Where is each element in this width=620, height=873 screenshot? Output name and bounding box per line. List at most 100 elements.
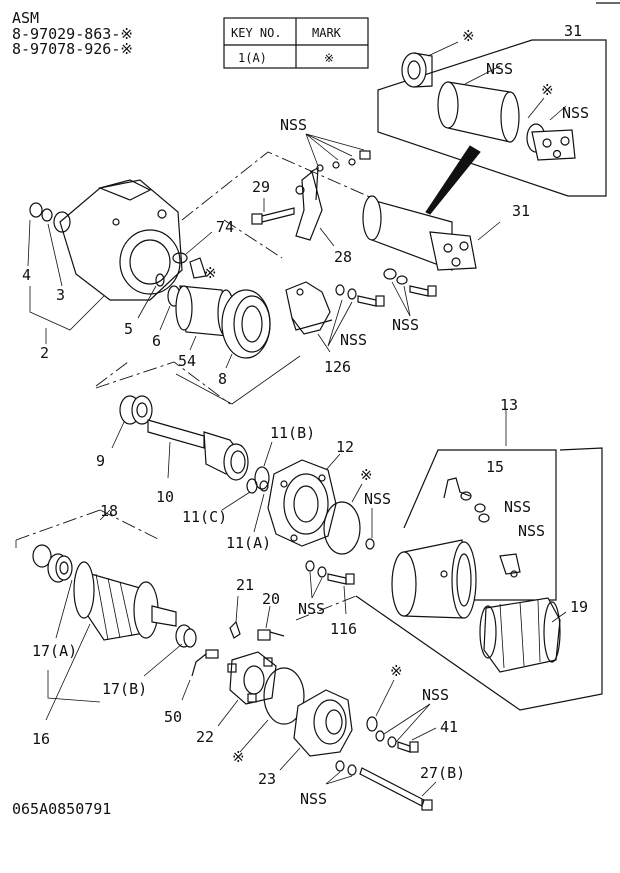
shift-lever <box>295 133 371 247</box>
header-part-2: 8-97078-926-※ <box>12 40 133 58</box>
pinion-shaft-10 <box>147 419 249 481</box>
bracket-2 <box>29 286 105 331</box>
callout-10: 10 <box>156 488 174 506</box>
callout-2: 2 <box>40 344 49 362</box>
callout-star-b: ※ <box>360 466 373 484</box>
brush-holder-22 <box>217 651 277 727</box>
solenoid-inset <box>377 39 607 197</box>
callout-41: 41 <box>440 718 458 736</box>
callout-50: 50 <box>164 708 182 726</box>
callout-nss-mid-2: NSS <box>392 316 419 334</box>
header-part-1: 8-97029-863-※ <box>12 25 133 43</box>
o-ring-star-d <box>366 716 378 732</box>
plug-nss <box>365 538 375 550</box>
solenoid-switch <box>362 195 501 271</box>
callout-3: 3 <box>56 286 65 304</box>
lead-wire-15 <box>443 477 490 523</box>
washer-4 <box>29 202 43 218</box>
field-coil-19 <box>479 597 561 673</box>
armature-16 <box>73 561 177 641</box>
key-table-header-mark: MARK <box>312 26 342 40</box>
callout-4: 4 <box>22 266 31 284</box>
callout-27b: 27(B) <box>420 764 465 782</box>
callout-star-a: ※ <box>204 264 217 282</box>
callout-17b: 17(B) <box>102 680 147 698</box>
leader-lower-center <box>295 595 357 621</box>
callout-nss-r3: NSS <box>364 490 391 508</box>
leader-nss-b1a <box>383 703 431 735</box>
key-table-key-value: 1(A) <box>238 51 267 65</box>
solenoid-bolts <box>383 268 437 317</box>
callout-22: 22 <box>196 728 214 746</box>
callout-28: 28 <box>334 248 352 266</box>
yoke-body <box>391 539 521 619</box>
callout-31-inset: 31 <box>564 22 582 40</box>
inset-pointer <box>425 145 481 215</box>
callout-54: 54 <box>178 352 196 370</box>
leader-4 <box>27 219 31 267</box>
key-table-mark-value: ※ <box>324 51 334 65</box>
callout-74: 74 <box>216 218 234 236</box>
callout-6: 6 <box>152 332 161 350</box>
callout-nss-inset-1: NSS <box>486 60 513 78</box>
leader-18 <box>99 509 111 521</box>
bracket-16 <box>47 670 101 703</box>
callout-29: 29 <box>252 178 270 196</box>
center-housing-12 <box>267 459 337 547</box>
leader-9 <box>111 421 125 449</box>
callout-15: 15 <box>486 458 504 476</box>
callout-star-inset-2: ※ <box>541 81 554 99</box>
leader-nss-b1b <box>395 703 431 743</box>
frame-13-inner <box>403 449 557 601</box>
brush-50 <box>181 649 219 701</box>
callout-21: 21 <box>236 576 254 594</box>
snap-ring-5 <box>155 273 165 287</box>
callout-16: 16 <box>32 730 50 748</box>
leader-16 <box>45 623 91 721</box>
screws-116 <box>305 560 355 615</box>
callout-nss-mid-1: NSS <box>340 331 367 349</box>
leader-17a <box>55 579 73 639</box>
bearing-17a <box>47 553 73 583</box>
callout-23: 23 <box>258 770 276 788</box>
through-bolt-27b <box>325 760 437 811</box>
leader-17b <box>143 643 183 677</box>
o-ring-22 <box>263 667 305 725</box>
header-asm: ASM <box>12 9 39 27</box>
leader-center <box>223 219 283 259</box>
internal-gear-8 <box>221 289 271 359</box>
leader-18-top <box>15 509 101 541</box>
o-ring-12 <box>323 501 361 555</box>
leader-19 <box>551 611 567 623</box>
leader-shaft <box>95 361 231 405</box>
key-table-header-key: KEY NO. <box>231 26 282 40</box>
callout-star-inset-1: ※ <box>462 27 475 45</box>
bearing-9 <box>119 395 153 425</box>
callout-18: 18 <box>100 502 118 520</box>
callout-17a: 17(A) <box>32 642 77 660</box>
bush-3 <box>41 208 53 222</box>
callout-12: 12 <box>336 438 354 456</box>
callout-20: 20 <box>262 590 280 608</box>
drive-housing <box>53 179 183 301</box>
brush-20 <box>257 605 285 641</box>
leader-star-c <box>239 719 269 753</box>
key-table: KEY NO. MARK 1(A) ※ <box>223 17 369 69</box>
part-74 <box>172 252 188 264</box>
washer-18 <box>32 544 52 568</box>
callout-nss-r1: NSS <box>504 498 531 516</box>
bolt-29 <box>251 198 295 225</box>
leader-54 <box>189 335 197 351</box>
callout-nss-b1: NSS <box>422 686 449 704</box>
callout-11a: 11(A) <box>226 534 271 552</box>
callout-star-c: ※ <box>232 748 245 766</box>
callout-5: 5 <box>124 320 133 338</box>
leader-11c <box>221 491 251 511</box>
leader-group-top <box>95 361 129 387</box>
leader-lever <box>181 151 373 221</box>
callout-13: 13 <box>500 396 518 414</box>
leader-18-right <box>99 509 161 541</box>
callout-11c: 11(C) <box>182 508 227 526</box>
